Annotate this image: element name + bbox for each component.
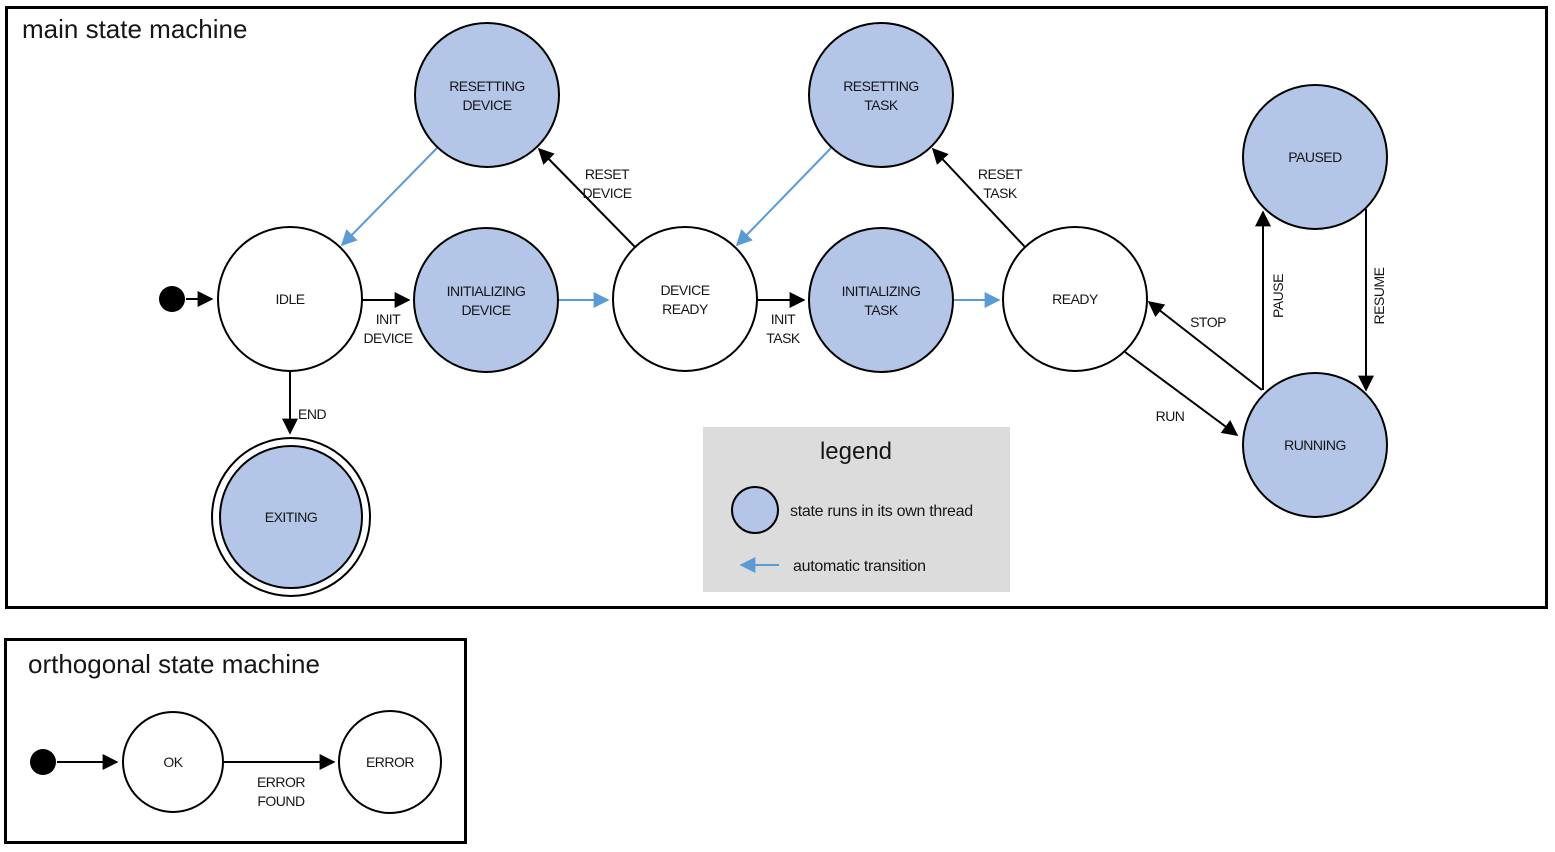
state-ready: READY — [1002, 226, 1148, 372]
state-resetting-device-circle — [414, 22, 560, 168]
transition-label-run: RUN — [1156, 408, 1185, 424]
state-idle-circle — [217, 226, 363, 372]
transition-label-reset-device-line1: RESET — [585, 166, 630, 182]
state-resetting-device-label-line2: DEVICE — [462, 97, 511, 113]
state-error: ERROR — [338, 710, 442, 814]
state-resetting-device-label-line1: RESETTING — [449, 78, 525, 94]
transition-label-reset-device-line2: DEVICE — [582, 185, 631, 201]
state-paused-circle — [1242, 84, 1388, 230]
legend-title: legend — [820, 438, 892, 465]
orthogonal-initial-state-dot — [30, 749, 56, 775]
transition-resetting-device-to-idle-auto — [340, 147, 438, 247]
state-initializing-device-label-line2: DEVICE — [461, 302, 510, 318]
state-initializing-device: INITIALIZING DEVICE — [413, 227, 559, 373]
state-running-label: RUNNING — [1284, 437, 1346, 453]
state-ok-circle — [122, 711, 224, 813]
state-idle: IDLE — [217, 226, 363, 372]
transition-label-init-device-line2: DEVICE — [363, 330, 412, 346]
state-exiting-final: EXITING — [211, 437, 371, 597]
state-resetting-task-label-line2: TASK — [864, 97, 899, 113]
transition-label-resume: RESUME — [1371, 267, 1387, 324]
state-idle-label: IDLE — [275, 291, 304, 307]
transition-label-init-task-line1: INIT — [771, 311, 796, 327]
legend-threaded-state-label: state runs in its own thread — [790, 503, 973, 520]
legend: legend state runs in its own thread auto… — [703, 427, 1010, 592]
orthogonal-state-machine-frame — [4, 638, 467, 844]
state-paused-label: PAUSED — [1288, 149, 1342, 165]
transition-label-pause: PAUSE — [1270, 274, 1286, 318]
state-ok-label: OK — [163, 754, 183, 770]
main-state-machine-frame — [5, 6, 1548, 609]
state-ready-circle — [1002, 226, 1148, 372]
state-resetting-task-circle — [808, 22, 954, 168]
state-paused: PAUSED — [1242, 84, 1388, 230]
transition-device-ready-to-resetting-device — [537, 147, 636, 248]
transition-label-error-found-line2: FOUND — [257, 793, 305, 809]
main-state-machine-title: main state machine — [22, 14, 247, 44]
state-exiting-circle — [219, 445, 363, 589]
legend-threaded-state-swatch — [731, 486, 779, 534]
state-device-ready-label-line2: READY — [662, 301, 709, 317]
state-initializing-device-label-line1: INITIALIZING — [447, 283, 526, 299]
state-error-circle — [338, 710, 442, 814]
state-exiting-label: EXITING — [265, 509, 318, 525]
transition-label-reset-task-line1: RESET — [978, 166, 1023, 182]
state-ok: OK — [122, 711, 224, 813]
state-device-ready: DEVICE READY — [612, 226, 758, 372]
state-initializing-device-circle — [413, 227, 559, 373]
state-running: RUNNING — [1242, 372, 1388, 518]
main-state-machine: main state machine INIT DEVICE INIT TASK… — [5, 6, 1548, 609]
state-device-ready-circle — [612, 226, 758, 372]
transition-running-to-ready-stop — [1147, 301, 1263, 391]
transition-ready-to-resetting-task — [931, 147, 1026, 248]
state-initializing-task-label-line1: INITIALIZING — [842, 283, 921, 299]
orthogonal-state-machine: orthogonal state machine ERROR FOUND OK … — [4, 638, 467, 844]
transition-resetting-task-to-device-ready-auto — [735, 147, 832, 247]
state-running-circle — [1242, 372, 1388, 518]
state-initializing-task-label-line2: TASK — [864, 302, 899, 318]
transition-label-init-device-line1: INIT — [376, 311, 401, 327]
state-device-ready-label-line1: DEVICE — [660, 282, 709, 298]
transition-label-init-task-line2: TASK — [766, 330, 801, 346]
state-error-label: ERROR — [366, 754, 414, 770]
state-initializing-task-circle — [808, 227, 954, 373]
transition-label-end: END — [298, 406, 326, 422]
state-ready-label: READY — [1052, 291, 1099, 307]
orthogonal-state-machine-title: orthogonal state machine — [28, 649, 320, 679]
state-initializing-task: INITIALIZING TASK — [808, 227, 954, 373]
state-resetting-task-label-line1: RESETTING — [843, 78, 919, 94]
transition-label-stop: STOP — [1190, 314, 1226, 330]
state-resetting-task: RESETTING TASK — [808, 22, 954, 168]
state-resetting-device: RESETTING DEVICE — [414, 22, 560, 168]
legend-automatic-transition-label: automatic transition — [793, 558, 926, 575]
transition-label-reset-task-line2: TASK — [983, 185, 1018, 201]
transition-ready-to-running-run — [1124, 351, 1239, 436]
initial-state-dot — [159, 286, 185, 312]
transition-label-error-found-line1: ERROR — [257, 774, 305, 790]
